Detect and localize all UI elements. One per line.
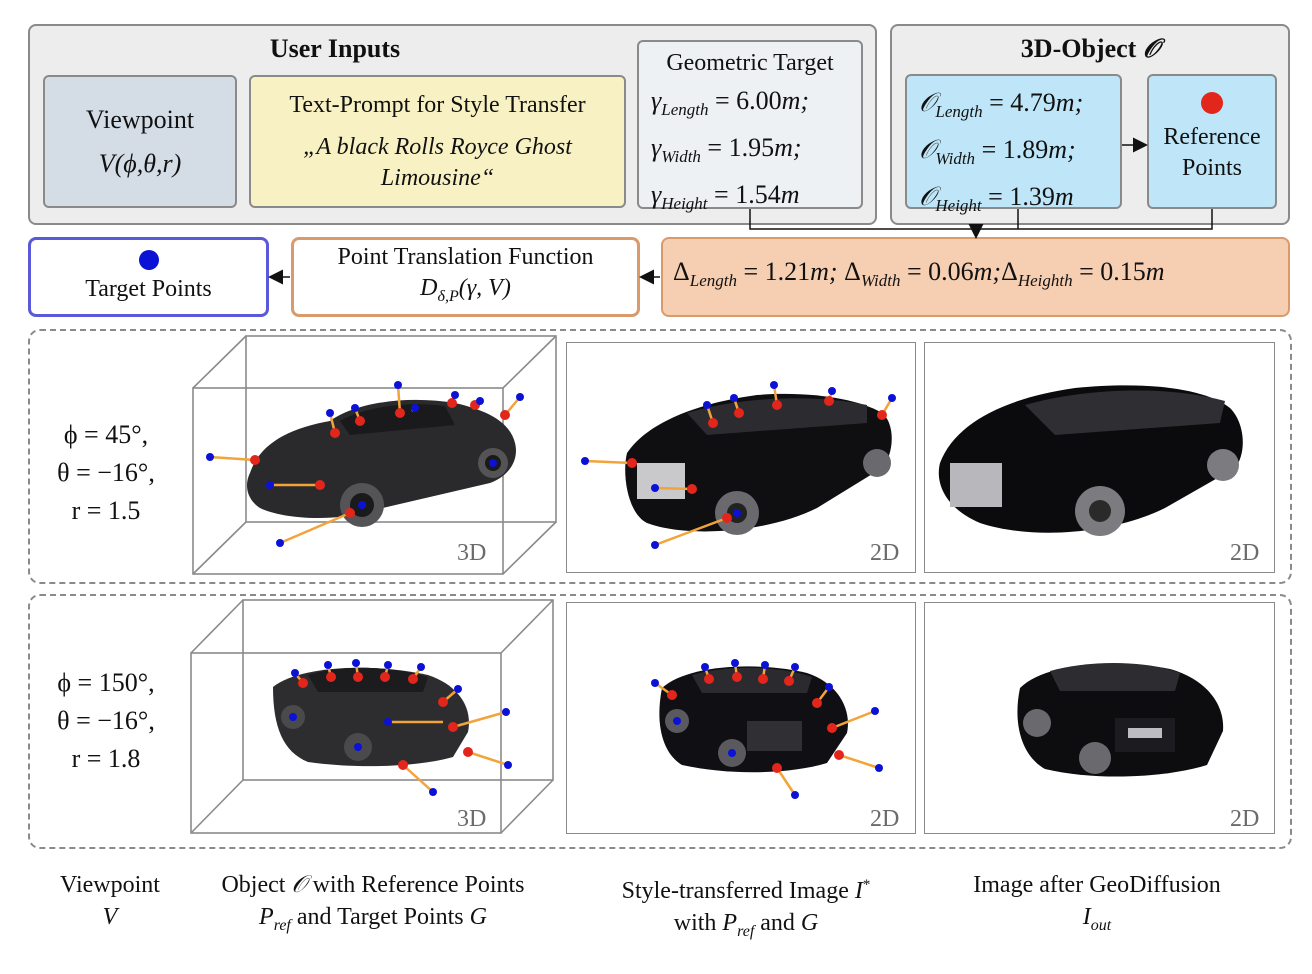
text-prompt-line1: „A black Rolls Royce Ghost	[303, 134, 572, 160]
row2-tag-2d-style: 2D	[870, 806, 900, 832]
target-points-box: Target Points	[28, 237, 269, 317]
caption-object: Object 𝒪 with Reference Points Pref and …	[221, 872, 525, 934]
delta-values: ΔLength = 1.21m; ΔWidth = 0.06m;ΔHeighth…	[673, 257, 1165, 291]
object-length: 𝒪Length = 4.79m;	[919, 88, 1084, 122]
row1-tag-3d: 3D	[457, 540, 487, 566]
viewpoint-title: Viewpoint	[85, 104, 195, 134]
row1-theta: θ = −16°,	[57, 458, 155, 487]
point-translation-box: Point Translation Function Dδ,P(γ, V)	[291, 237, 640, 317]
object-3d-title: 3D-Object 𝒪	[1020, 34, 1160, 63]
row2-tag-2d-geo: 2D	[1230, 806, 1260, 832]
geometric-target-height: γHeight = 1.54m	[651, 180, 800, 214]
object-height: 𝒪Height = 1.39m	[919, 182, 1074, 216]
reference-point-dot	[1201, 92, 1223, 114]
caption-viewpoint: Viewpoint V	[60, 872, 160, 930]
row1-style-image	[566, 342, 916, 573]
row2-container	[28, 594, 1292, 849]
row2-tag-3d: 3D	[457, 806, 487, 832]
object-dimensions-box: 𝒪Length = 4.79m; 𝒪Width = 1.89m; 𝒪Height…	[905, 74, 1122, 216]
user-inputs-title: User Inputs	[269, 34, 401, 63]
row1-geodiffusion-car	[938, 385, 1243, 536]
text-prompt-title: Text-Prompt for Style Transfer	[289, 92, 586, 118]
row2-phi: ϕ = 150°,	[57, 668, 155, 697]
object-width: 𝒪Width = 1.89m;	[919, 135, 1076, 169]
text-prompt-box: Text-Prompt for Style Transfer „A black …	[249, 75, 626, 208]
reference-points-line1: Reference	[1163, 124, 1261, 150]
delta-box: ΔLength = 1.21m; ΔWidth = 0.06m;ΔHeighth…	[661, 237, 1290, 317]
geometric-target-width: γWidth = 1.95m;	[651, 133, 802, 167]
row2-geodiffusion-car	[1017, 662, 1224, 777]
viewpoint-box: Viewpoint V(ϕ,θ,r)	[43, 75, 237, 208]
row1-r: r = 1.5	[71, 496, 141, 525]
caption-geodiffusion: Image after GeoDiffusion Iout	[973, 872, 1221, 934]
geometric-target-connector	[749, 209, 984, 239]
row2-geodiffusion-image	[924, 602, 1275, 834]
reference-points-box: Reference Points	[1147, 74, 1277, 209]
row1-container	[28, 329, 1292, 584]
row1-phi: ϕ = 45°,	[63, 420, 149, 449]
point-translation-formula: Dδ,P(γ, V)	[420, 275, 511, 305]
row2-r: r = 1.8	[71, 744, 141, 773]
row2-3d-view	[190, 599, 554, 834]
row1-tag-2d-style: 2D	[870, 540, 900, 566]
reference-points-connector	[976, 209, 1213, 230]
row2-style-car	[651, 659, 883, 799]
caption-style-transferred: Style-transferred Image I* with Pref and…	[621, 877, 871, 940]
point-translation-title: Point Translation Function	[337, 244, 594, 271]
geometric-target-title: Geometric Target	[666, 50, 834, 76]
geometric-target-box: Geometric Target γLength = 6.00m; γWidth…	[637, 40, 863, 214]
row1-3d-car	[247, 399, 516, 527]
row2-theta: θ = −16°,	[57, 706, 155, 735]
row1-params: ϕ = 45°, θ = −16°, r = 1.5	[36, 416, 176, 530]
row1-3d-view	[192, 335, 557, 575]
reference-points-line2: Points	[1181, 155, 1243, 181]
row2-style-image	[566, 602, 916, 834]
row1-tag-2d-geo: 2D	[1230, 540, 1260, 566]
target-point-dot	[138, 249, 159, 270]
geometric-target-length: γLength = 6.00m;	[651, 86, 810, 120]
viewpoint-formula: V(ϕ,θ,r)	[98, 148, 182, 178]
target-points-label: Target Points	[85, 275, 212, 302]
row2-params: ϕ = 150°, θ = −16°, r = 1.8	[36, 664, 176, 778]
text-prompt-line2: Limousine“	[380, 165, 495, 191]
row1-geodiffusion-image	[924, 342, 1275, 573]
row1-style-car	[581, 381, 896, 549]
